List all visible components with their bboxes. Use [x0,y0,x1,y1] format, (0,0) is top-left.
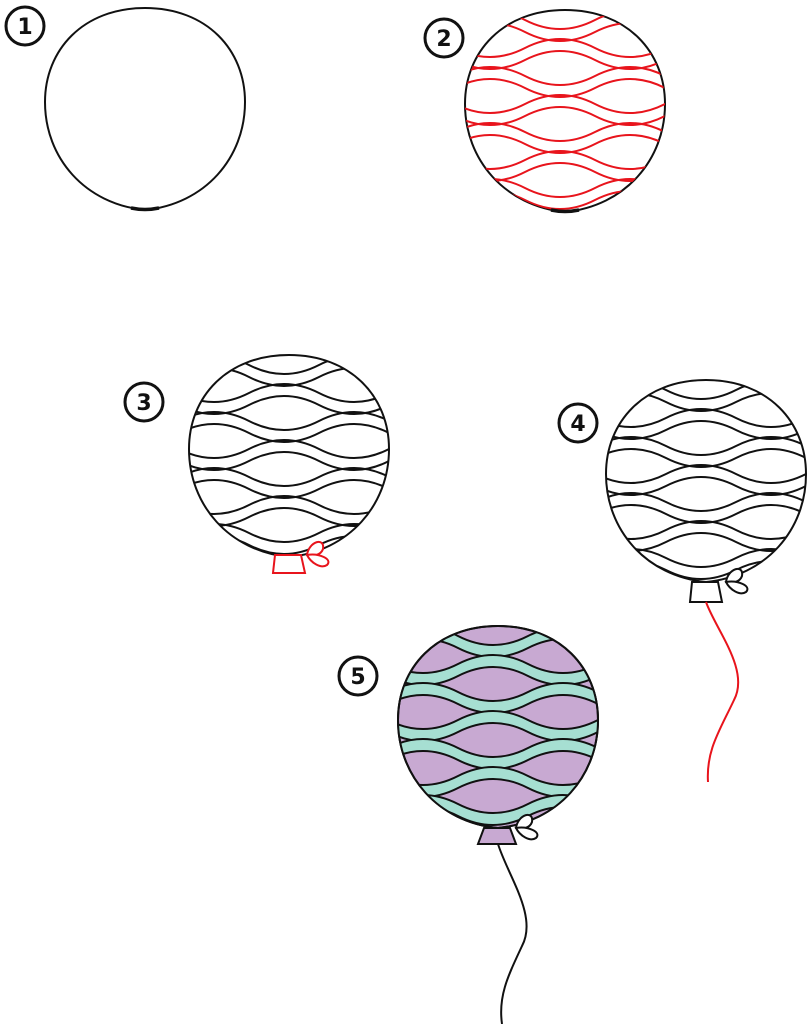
wave-line [465,162,665,182]
wave-line [465,78,665,98]
wave-line [465,178,665,198]
balloon-body-outline [44,7,246,212]
step-number: 2 [436,27,451,52]
wave-stripe [398,710,598,742]
balloon-string [497,843,528,1024]
step-badge: 5 [337,655,379,697]
wave-line [189,467,389,487]
wave-line [189,495,389,515]
wave-line [606,504,806,524]
balloon-knot [476,813,539,845]
wave-lines [189,355,389,555]
wave-lines [606,380,806,580]
wave-line [465,94,665,114]
wave-line [606,476,806,496]
wave-line [189,439,389,459]
balloon-with-string [605,379,807,783]
wave-line [606,532,806,552]
wave-line [606,492,806,512]
step-4: 4 [557,379,807,783]
wave-stripes [398,626,598,826]
step-5: 5 [337,625,599,1024]
step-number: 1 [17,15,32,40]
colored-balloon [397,625,599,1024]
step-number: 3 [136,391,151,416]
wave-stripe [398,766,598,798]
wave-stripe [398,626,598,658]
wave-line [465,50,665,70]
step-badge: 2 [423,17,465,59]
wave-stripe [398,682,598,714]
balloon-knot [271,540,330,574]
wave-line [465,66,665,86]
wave-line [465,106,665,126]
step-badge: 3 [123,381,165,423]
wave-line [606,436,806,456]
step-2: 2 [423,9,666,214]
wave-line [189,523,389,543]
step-number: 4 [570,412,585,437]
wave-stripe [398,738,598,770]
wave-line [606,448,806,468]
wave-stripe [398,654,598,686]
wave-line [189,383,389,403]
balloon-string [705,601,740,783]
wave-line [606,520,806,540]
wave-line [465,122,665,142]
step-number: 5 [350,665,365,690]
wave-line [606,464,806,484]
wave-lines-red [465,10,665,210]
step-1: 1 [4,5,246,212]
wave-line [606,420,806,440]
wave-line [189,395,389,415]
step-badge: 4 [557,402,599,444]
step-3: 3 [123,354,390,574]
balloon-with-knot [188,354,390,574]
wave-line [606,408,806,428]
wave-line [189,507,389,527]
balloon-with-wave-lines [464,9,666,214]
wave-line [189,411,389,431]
wave-line [465,134,665,154]
step-badge: 1 [4,5,46,47]
wave-line [465,150,665,170]
wave-line [189,423,389,443]
wave-line [189,479,389,499]
wave-line [606,548,806,568]
wave-line [465,38,665,58]
balloon-knot [688,567,749,603]
wave-line [189,451,389,471]
